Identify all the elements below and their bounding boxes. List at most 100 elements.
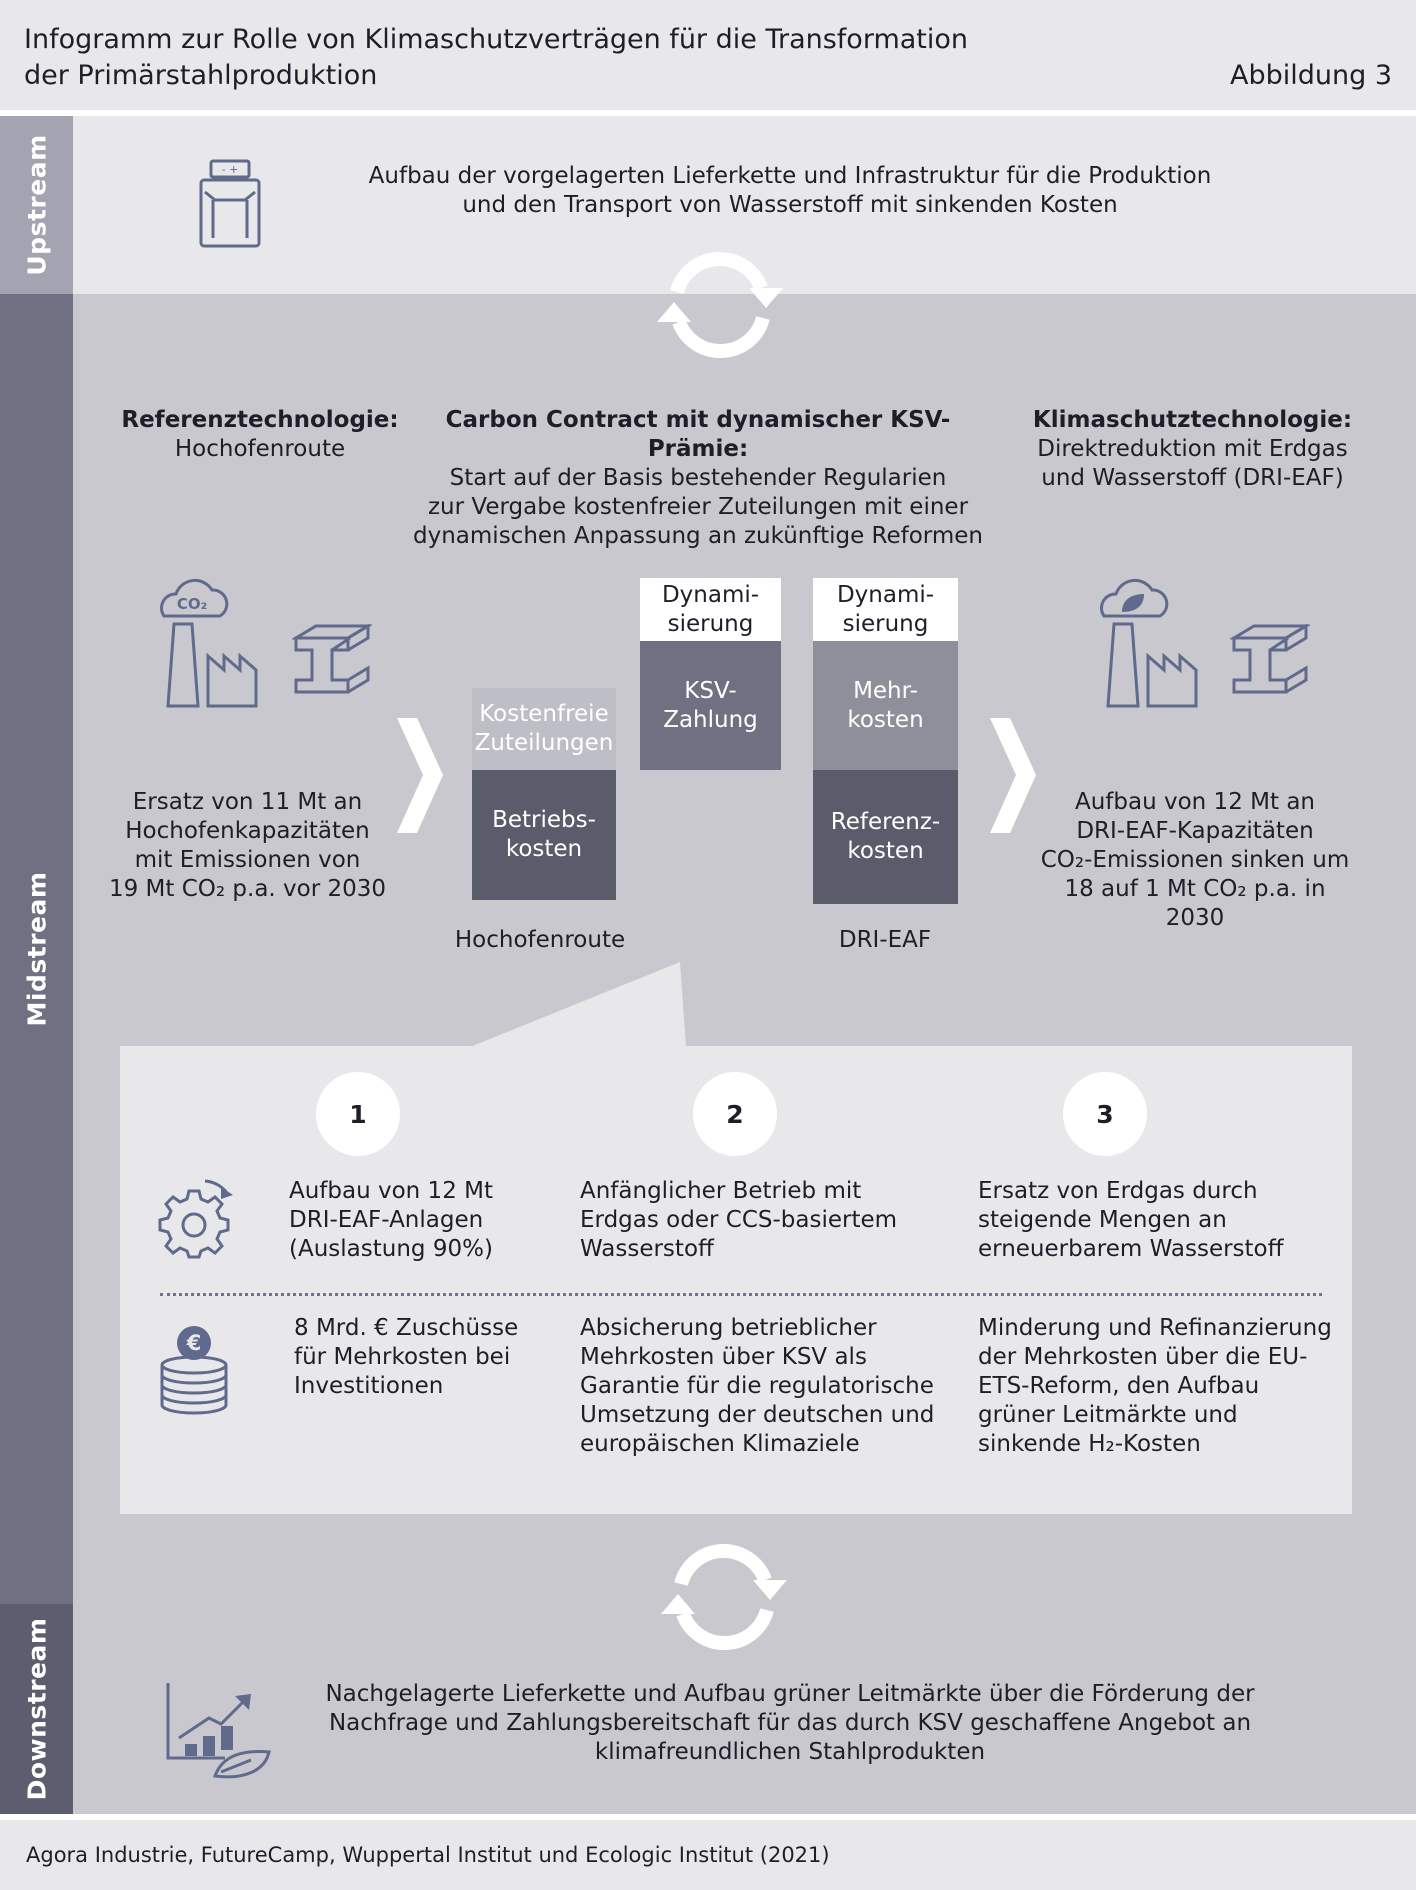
- step2-row1-line-3: Wasserstoff: [580, 1236, 714, 1262]
- bar1-bottom-line-1: Betriebs-: [492, 807, 596, 833]
- cycle-arrows-icon-bottom: [659, 1532, 789, 1662]
- bar2-top-line-1: Dynami-: [661, 581, 760, 608]
- step2-row2-line-3: Garantie für die regulatorische: [580, 1373, 934, 1399]
- step1-row2-text: 8 Mrd. € Zuschüsse für Mehrkosten bei In…: [294, 1314, 544, 1401]
- step1-row2-line-2: für Mehrkosten bei: [294, 1344, 511, 1370]
- step2-row2-text: Absicherung betrieblicher Mehrkosten übe…: [580, 1314, 960, 1459]
- step3-row2-line-1: Minderung und Refinanzierung: [978, 1315, 1332, 1341]
- reference-desc-2: Hochofenkapazitäten: [125, 818, 370, 844]
- steel-beam-icon-right: [1230, 624, 1310, 710]
- climate-description: Aufbau von 12 Mt an DRI-EAF-Kapazitäten …: [1035, 788, 1355, 933]
- downstream-line-2: Nachfrage und Zahlungsbereitschaft für d…: [328, 1710, 1252, 1736]
- reference-heading: Referenztechnologie:: [121, 407, 399, 433]
- figure-label: Abbildung 3: [1229, 60, 1392, 91]
- contract-line-2: zur Vergabe kostenfreier Zuteilungen mit…: [427, 494, 969, 520]
- bar3-bottom-line-1: Referenz-: [830, 809, 941, 835]
- contract-heading: Carbon Contract mit dynamischer KSV-Präm…: [445, 407, 951, 462]
- bar-dynamization-2: Dynami- sierung: [813, 578, 958, 641]
- step3-row2-line-5: sinkende H₂-Kosten: [978, 1431, 1201, 1457]
- bar2-main-line-1: KSV-: [684, 677, 737, 704]
- bar-free-allocations: Kostenfreie Zuteilungen: [472, 688, 616, 770]
- midstream-side-label: Midstream: [0, 294, 73, 1604]
- dotted-divider: [160, 1293, 1322, 1296]
- climate-desc-3: CO₂-Emissionen sinken um: [1040, 847, 1350, 873]
- bar3-mid-line-2: kosten: [847, 706, 924, 733]
- downstream-line-1: Nachgelagerte Lieferkette und Aufbau grü…: [325, 1681, 1255, 1707]
- source-citation: Agora Industrie, FutureCamp, Wuppertal I…: [26, 1843, 830, 1867]
- step3-row1-line-2: steigende Mengen an: [978, 1207, 1227, 1233]
- leaf-icon: [1122, 594, 1144, 612]
- reference-desc-1: Ersatz von 11 Mt an: [132, 789, 363, 815]
- page-title: Infogramm zur Rolle von Klimaschutzvertr…: [24, 22, 1024, 94]
- contract-line-1: Start auf der Basis bestehender Regulari…: [449, 465, 947, 491]
- bar3-bottom-line-2: kosten: [847, 838, 924, 864]
- svg-text:- +: - +: [222, 163, 239, 176]
- contract-line-3: dynamischen Anpassung an zukünftige Refo…: [413, 523, 983, 549]
- step-number-1: 1: [316, 1072, 400, 1156]
- climate-heading-block: Klimaschutztechnologie: Direktreduktion …: [1030, 406, 1355, 493]
- step1-row1-line-2: DRI-EAF-Anlagen: [289, 1207, 484, 1233]
- step3-row1-text: Ersatz von Erdgas durch steigende Mengen…: [978, 1177, 1338, 1264]
- title-line-1: Infogramm zur Rolle von Klimaschutzvertr…: [24, 24, 969, 55]
- step-number-3: 3: [1063, 1072, 1147, 1156]
- steel-beam-icon: [292, 624, 372, 710]
- step2-row1-line-2: Erdgas oder CCS-basiertem: [580, 1207, 898, 1233]
- step2-row2-line-2: Mehrkosten über KSV als: [580, 1344, 867, 1370]
- bar1-top-line-2: Zuteilungen: [474, 730, 614, 756]
- step3-row2-text: Minderung und Refinanzierung der Mehrkos…: [978, 1314, 1348, 1459]
- step2-row1-line-1: Anfänglicher Betrieb mit: [580, 1178, 862, 1204]
- bar1-top-line-1: Kostenfreie: [479, 701, 609, 727]
- bar1-bottom-line-2: kosten: [505, 836, 583, 862]
- step3-row1-line-3: erneuerbarem Wasserstoff: [978, 1236, 1284, 1262]
- contract-heading-block: Carbon Contract mit dynamischer KSV-Präm…: [398, 406, 998, 551]
- climate-desc-1: Aufbau von 12 Mt an: [1075, 789, 1315, 815]
- step3-row2-line-2: der Mehrkosten über die EU-: [978, 1344, 1308, 1370]
- chevron-right-icon: [395, 718, 445, 833]
- step2-row2-line-4: Umsetzung der deutschen und: [580, 1402, 935, 1428]
- bar3-top-line-2: sierung: [842, 610, 929, 637]
- climate-desc-4: 18 auf 1 Mt CO₂ p.a. in 2030: [1064, 876, 1326, 931]
- upstream-description: Aufbau der vorgelagerten Lieferkette und…: [290, 162, 1290, 220]
- climate-line-1: Direktreduktion mit Erdgas: [1037, 436, 1348, 462]
- co2-cloud-label: CO₂: [177, 595, 207, 613]
- step2-row2-line-5: europäischen Klimaziele: [580, 1431, 860, 1457]
- upstream-side-label: Upstream: [0, 116, 73, 294]
- step3-row2-line-3: ETS-Reform, den Aufbau: [978, 1373, 1260, 1399]
- step2-row2-line-1: Absicherung betrieblicher: [580, 1315, 877, 1341]
- step3-row2-line-4: grüner Leitmärkte und: [978, 1402, 1238, 1428]
- climate-heading: Klimaschutztechnologie:: [1032, 407, 1353, 433]
- climate-desc-2: DRI-EAF-Kapazitäten: [1076, 818, 1314, 844]
- step1-row1-line-3: (Auslastung 90%): [289, 1236, 493, 1262]
- bar3-top-line-1: Dynami-: [836, 581, 935, 608]
- downstream-line-3: klimafreundlichen Stahlprodukten: [594, 1739, 986, 1765]
- reference-subtitle: Hochofenroute: [174, 436, 346, 462]
- bar3-label: DRI-EAF: [838, 927, 932, 953]
- bar2-top-line-2: sierung: [667, 610, 754, 637]
- downstream-side-label: Downstream: [0, 1604, 73, 1814]
- chevron-right-icon-2: [988, 718, 1038, 833]
- footer: [0, 1820, 1416, 1890]
- climate-line-2: und Wasserstoff (DRI-EAF): [1041, 465, 1344, 491]
- upstream-line-2: und den Transport von Wasserstoff mit si…: [462, 192, 1118, 218]
- bar-dynamization-1: Dynami- sierung: [640, 578, 781, 641]
- svg-text:€: €: [186, 1331, 202, 1355]
- bar-reference-costs: Referenz- kosten: [813, 770, 958, 904]
- step3-row1-line-1: Ersatz von Erdgas durch: [978, 1178, 1258, 1204]
- step-number-2: 2: [693, 1072, 777, 1156]
- bar-operating-costs: Betriebs- kosten: [472, 770, 616, 900]
- green-factory-icon: [1090, 570, 1220, 710]
- bar3-mid-line-1: Mehr-: [853, 677, 918, 704]
- step1-row2-line-3: Investitionen: [294, 1373, 444, 1399]
- bar1-label: Hochofenroute: [454, 927, 626, 953]
- step1-row1-line-1: Aufbau von 12 Mt: [289, 1178, 494, 1204]
- step1-row2-line-1: 8 Mrd. € Zuschüsse: [294, 1315, 519, 1341]
- reference-description: Ersatz von 11 Mt an Hochofenkapazitäten …: [100, 788, 395, 904]
- reference-desc-4: 19 Mt CO₂ p.a. vor 2030: [108, 876, 387, 902]
- leaf-icon-small: [212, 1750, 271, 1779]
- blast-furnace-factory-icon: CO₂: [150, 570, 280, 710]
- header: [0, 0, 1416, 110]
- hydrogen-tank-icon: - +: [195, 158, 265, 250]
- step1-row1-text: Aufbau von 12 Mt DRI-EAF-Anlagen (Auslas…: [289, 1177, 539, 1264]
- bar2-main-line-2: Zahlung: [663, 706, 758, 733]
- title-line-2: der Primärstahlproduktion: [24, 60, 378, 91]
